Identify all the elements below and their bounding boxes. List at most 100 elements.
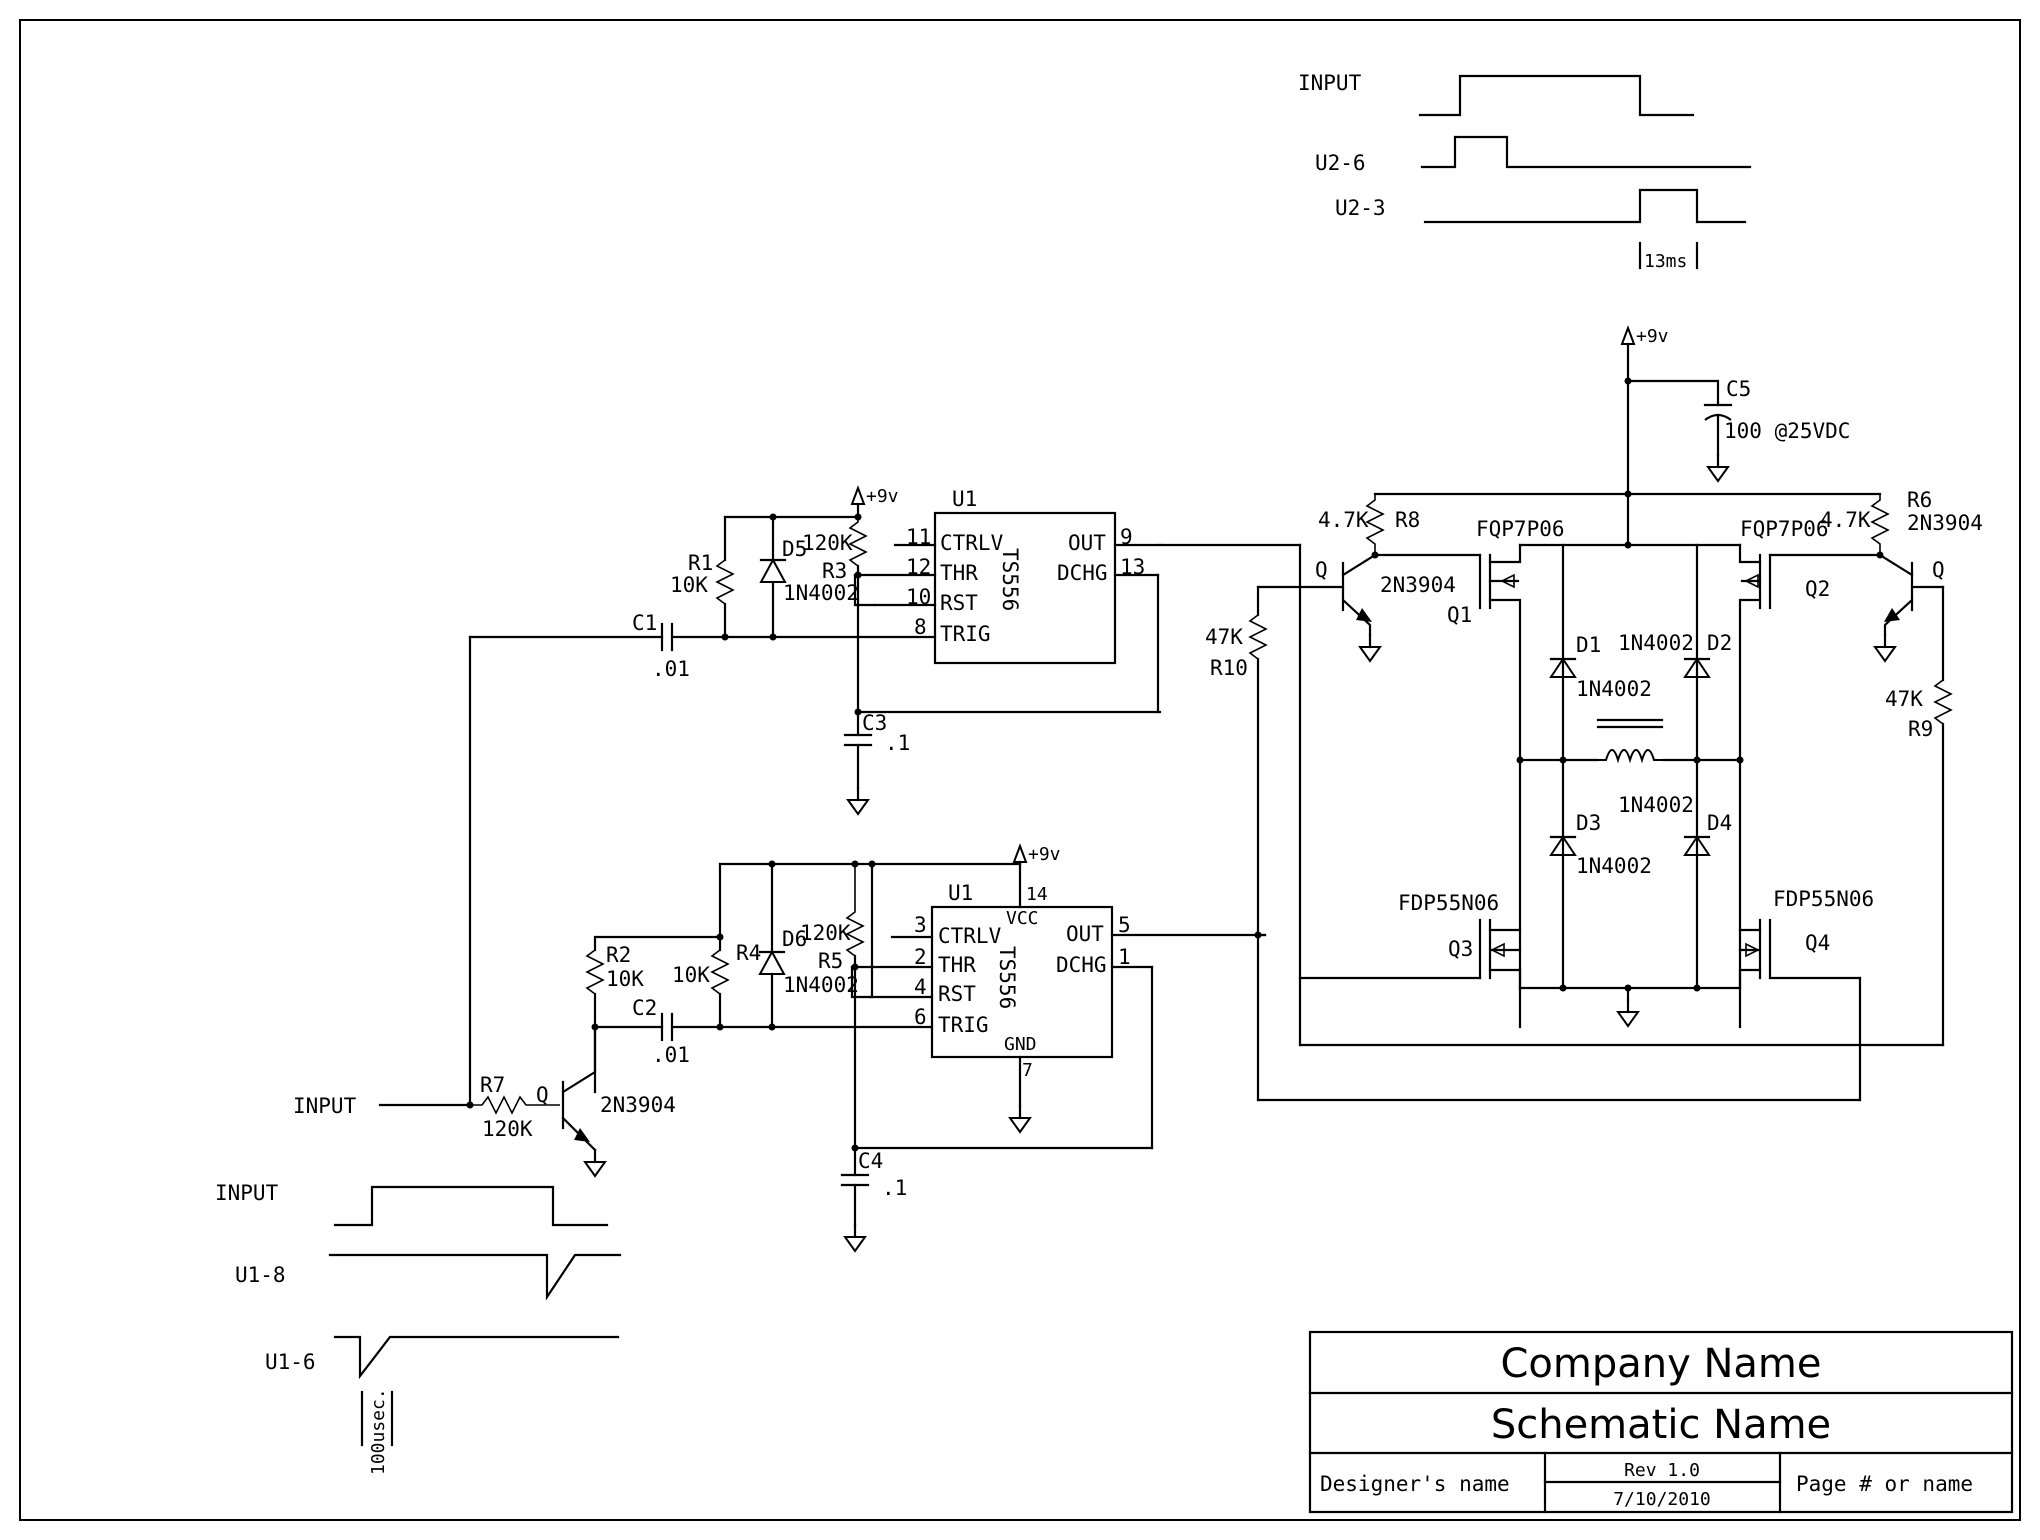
q-right-ref: Q (1932, 558, 1945, 582)
pin-dchg-bottom: DCHG (1056, 953, 1107, 977)
q1-ref: Q1 (1447, 603, 1472, 627)
timing-diagram-bottom: INPUT U1-8 U1-6 100usec. (215, 1181, 622, 1475)
r9-value: 47K (1885, 687, 1923, 711)
d2-part: 1N4002 (1618, 631, 1694, 655)
c1-ref: C1 (632, 611, 657, 635)
ic-ref-u1-bottom: U1 (948, 881, 973, 905)
d4-part: 1N4002 (1618, 793, 1694, 817)
ic-part-bottom: TS556 (995, 946, 1019, 1009)
c2-value: .01 (652, 1043, 690, 1067)
r3-ref: R3 (822, 559, 847, 583)
pin-vcc-bottom: VCC (1006, 908, 1039, 929)
pin-thr-top: THR (940, 561, 978, 585)
bottom-timer-network: +9v 10K R4 D6 1N4002 120K R5 C4 .1 C2 .0 (585, 844, 1154, 1253)
q4-ref: Q4 (1805, 931, 1830, 955)
pinnum-1: 1 (1118, 945, 1131, 969)
pin-out-bottom: OUT (1066, 922, 1104, 946)
r7-ref: R7 (480, 1073, 505, 1097)
d5-ref: D5 (782, 537, 807, 561)
r7-value: 120K (482, 1117, 533, 1141)
r1-value: 10K (670, 573, 708, 597)
pin-gnd-bottom: GND (1004, 1034, 1037, 1055)
c5-ref: C5 (1726, 377, 1751, 401)
q-input-ref: Q (536, 1083, 549, 1107)
pinnum-5: 5 (1118, 913, 1131, 937)
q-input-part: 2N3904 (600, 1093, 676, 1117)
pin-rst-bottom: RST (938, 982, 976, 1006)
page-name: Page # or name (1796, 1472, 1973, 1496)
d3-part: 1N4002 (1576, 854, 1652, 878)
pinnum-4: 4 (914, 975, 927, 999)
r8-value: 4.7K (1318, 508, 1369, 532)
pinnum-8: 8 (914, 615, 927, 639)
timing-label-u2-6: U2-6 (1315, 151, 1366, 175)
ic-part-top: TS556 (998, 548, 1022, 611)
pinnum-7: 7 (1022, 1060, 1033, 1081)
pin-ctrlv-bottom: CTRLV (938, 924, 1002, 948)
q2-part: FQP7P06 (1740, 517, 1829, 541)
d2-ref: D2 (1707, 631, 1732, 655)
d1-ref: D1 (1576, 633, 1601, 657)
timing-label-input-bottom: INPUT (215, 1181, 279, 1205)
pinnum-9: 9 (1120, 525, 1133, 549)
q2-ref: Q2 (1805, 577, 1830, 601)
pinnum-14: 14 (1026, 884, 1048, 905)
r8-ref: R8 (1395, 508, 1420, 532)
schematic-name: Schematic Name (1491, 1402, 1831, 1448)
r6-ref: R6 (1907, 488, 1932, 512)
r2-ref: R2 (606, 943, 631, 967)
r3-value: 120K (802, 531, 853, 555)
timing-label-u1-8: U1-8 (235, 1263, 286, 1287)
timer-u1-top: U1 TS556 CTRLV THR RST TRIG OUT DCHG 11 … (723, 487, 1162, 665)
c4-value: .1 (882, 1176, 907, 1200)
d6-part: 1N4002 (783, 973, 859, 997)
r6-value: 4.7K (1820, 508, 1871, 532)
r10-value: 47K (1205, 625, 1243, 649)
timing-duration-100usec: 100usec. (368, 1388, 389, 1475)
pin-rst-top: RST (940, 591, 978, 615)
r1-ref: R1 (688, 551, 713, 575)
c3-ref: C3 (862, 711, 887, 735)
ic-ref-u1-top: U1 (952, 487, 977, 511)
q-left-part: 2N3904 (1380, 573, 1456, 597)
d6-ref: D6 (782, 927, 807, 951)
r4-ref: R4 (736, 941, 761, 965)
title-block: Company Name Schematic Name Designer's n… (1308, 1330, 2014, 1514)
d1-part: 1N4002 (1576, 677, 1652, 701)
pin-thr-bottom: THR (938, 953, 976, 977)
d4-ref: D4 (1707, 811, 1732, 835)
q1-part: FQP7P06 (1476, 517, 1565, 541)
input-label: INPUT (293, 1094, 357, 1118)
r4-value: 10K (672, 963, 710, 987)
pin-trig-top: TRIG (940, 622, 991, 646)
r10-ref: R10 (1210, 656, 1248, 680)
q-left-ref: Q (1315, 558, 1328, 582)
q3-ref: Q3 (1448, 937, 1473, 961)
input-stage: INPUT R7 120K Q 2N3904 (293, 635, 676, 1178)
pin-trig-bottom: TRIG (938, 1013, 989, 1037)
c2-ref: C2 (632, 996, 657, 1020)
supply-label-top: +9v (866, 486, 899, 507)
top-timer-network: +9v R1 10K D5 1N4002 120K R3 C3 .1 C1 .0… (468, 486, 1162, 816)
c4-ref: C4 (858, 1149, 883, 1173)
timer-u1-bottom: U1 TS556 VCC CTRLV THR RST TRIG OUT DCHG… (718, 862, 1267, 1134)
timing-label-u2-3: U2-3 (1335, 196, 1386, 220)
revision: Rev 1.0 (1624, 1460, 1700, 1481)
c1-value: .01 (652, 657, 690, 681)
pinnum-6: 6 (914, 1005, 927, 1029)
supply-label-bottom: +9v (1028, 844, 1061, 865)
timing-duration-13ms: 13ms (1644, 251, 1687, 272)
c3-value: .1 (885, 731, 910, 755)
c5-value: 100 @25VDC (1724, 419, 1850, 443)
designer-name: Designer's name (1320, 1472, 1510, 1496)
q4-part: FDP55N06 (1773, 887, 1874, 911)
pin-out-top: OUT (1068, 531, 1106, 555)
q-right-part: 2N3904 (1907, 511, 1983, 535)
q3-part: FDP55N06 (1398, 891, 1499, 915)
timing-label-u1-6: U1-6 (265, 1350, 316, 1374)
pinnum-2: 2 (914, 945, 927, 969)
timing-label-input: INPUT (1298, 71, 1362, 95)
pin-dchg-top: DCHG (1057, 561, 1108, 585)
date: 7/10/2010 (1613, 1489, 1711, 1510)
